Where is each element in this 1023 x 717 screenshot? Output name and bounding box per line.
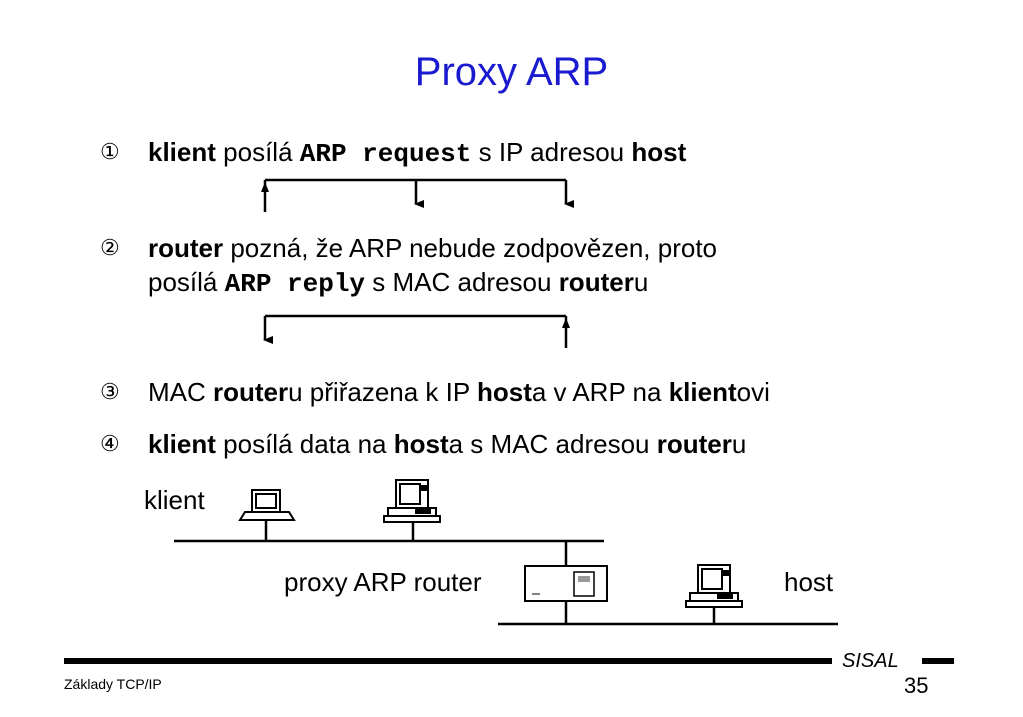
step-2-line-1: router pozná, že ARP nebude zodpovězen, …: [148, 232, 717, 264]
klient-computer-icon: [238, 489, 296, 521]
text-run: u přiřazena k IP: [288, 377, 477, 407]
text-run: router: [148, 233, 224, 263]
text-run: s MAC adresou: [365, 267, 559, 297]
text-run: posílá: [148, 267, 225, 297]
text-run: router: [213, 377, 289, 407]
text-run: posílá data na: [215, 429, 394, 459]
text-run: u: [633, 267, 649, 297]
text-run: u: [731, 429, 747, 459]
arp-request-bracket: [261, 178, 574, 212]
text-run: klient: [668, 377, 737, 407]
step-2-marker: ②: [100, 235, 120, 260]
proxy-router-icon: [524, 565, 608, 602]
network-segments: [174, 521, 838, 626]
text-run: klient: [148, 137, 216, 167]
label-proxy-arp-router: proxy ARP router: [284, 567, 482, 597]
slide-title: Proxy ARP: [414, 50, 609, 94]
text-run: host: [476, 377, 532, 407]
host-computer-icon: [685, 564, 743, 608]
text-run: ovi: [736, 377, 770, 407]
step-1-text: klient posílá ARP request s IP adresou h…: [148, 136, 686, 170]
step-4-text: klient posílá data na hosta s MAC adreso…: [148, 428, 746, 460]
text-run: s IP adresou: [471, 137, 632, 167]
workstation-icon: [383, 479, 441, 523]
text-run: host: [631, 137, 687, 167]
footer-rule-right: [922, 658, 954, 664]
text-run: a v ARP na: [531, 377, 669, 407]
step-3-marker: ③: [100, 379, 120, 404]
text-run: host: [393, 429, 449, 459]
step-3-text: MAC routeru přiřazena k IP hosta v ARP n…: [148, 376, 770, 408]
label-host: host: [784, 567, 834, 597]
label-klient: klient: [144, 485, 205, 515]
text-run: pozná, že ARP nebude zodpovězen, proto: [223, 233, 718, 263]
step-4-marker: ④: [100, 431, 120, 456]
text-run: ARP reply: [224, 269, 366, 299]
step-2-line-2: posílá ARP reply s MAC adresou routeru: [148, 266, 648, 300]
page-number: 35: [904, 673, 929, 698]
footer-brand: SISAL: [842, 650, 899, 672]
footer-rule-left: [64, 658, 832, 664]
arp-reply-bracket: [263, 314, 570, 348]
text-run: router: [656, 429, 732, 459]
text-run: router: [558, 267, 634, 297]
text-run: posílá: [215, 137, 300, 167]
footer-course-title: Základy TCP/IP: [64, 676, 162, 692]
text-run: a s MAC adresou: [448, 429, 657, 459]
text-run: MAC: [148, 377, 213, 407]
step-1-marker: ①: [100, 139, 120, 164]
text-run: klient: [148, 429, 216, 459]
text-run: ARP request: [299, 139, 472, 169]
